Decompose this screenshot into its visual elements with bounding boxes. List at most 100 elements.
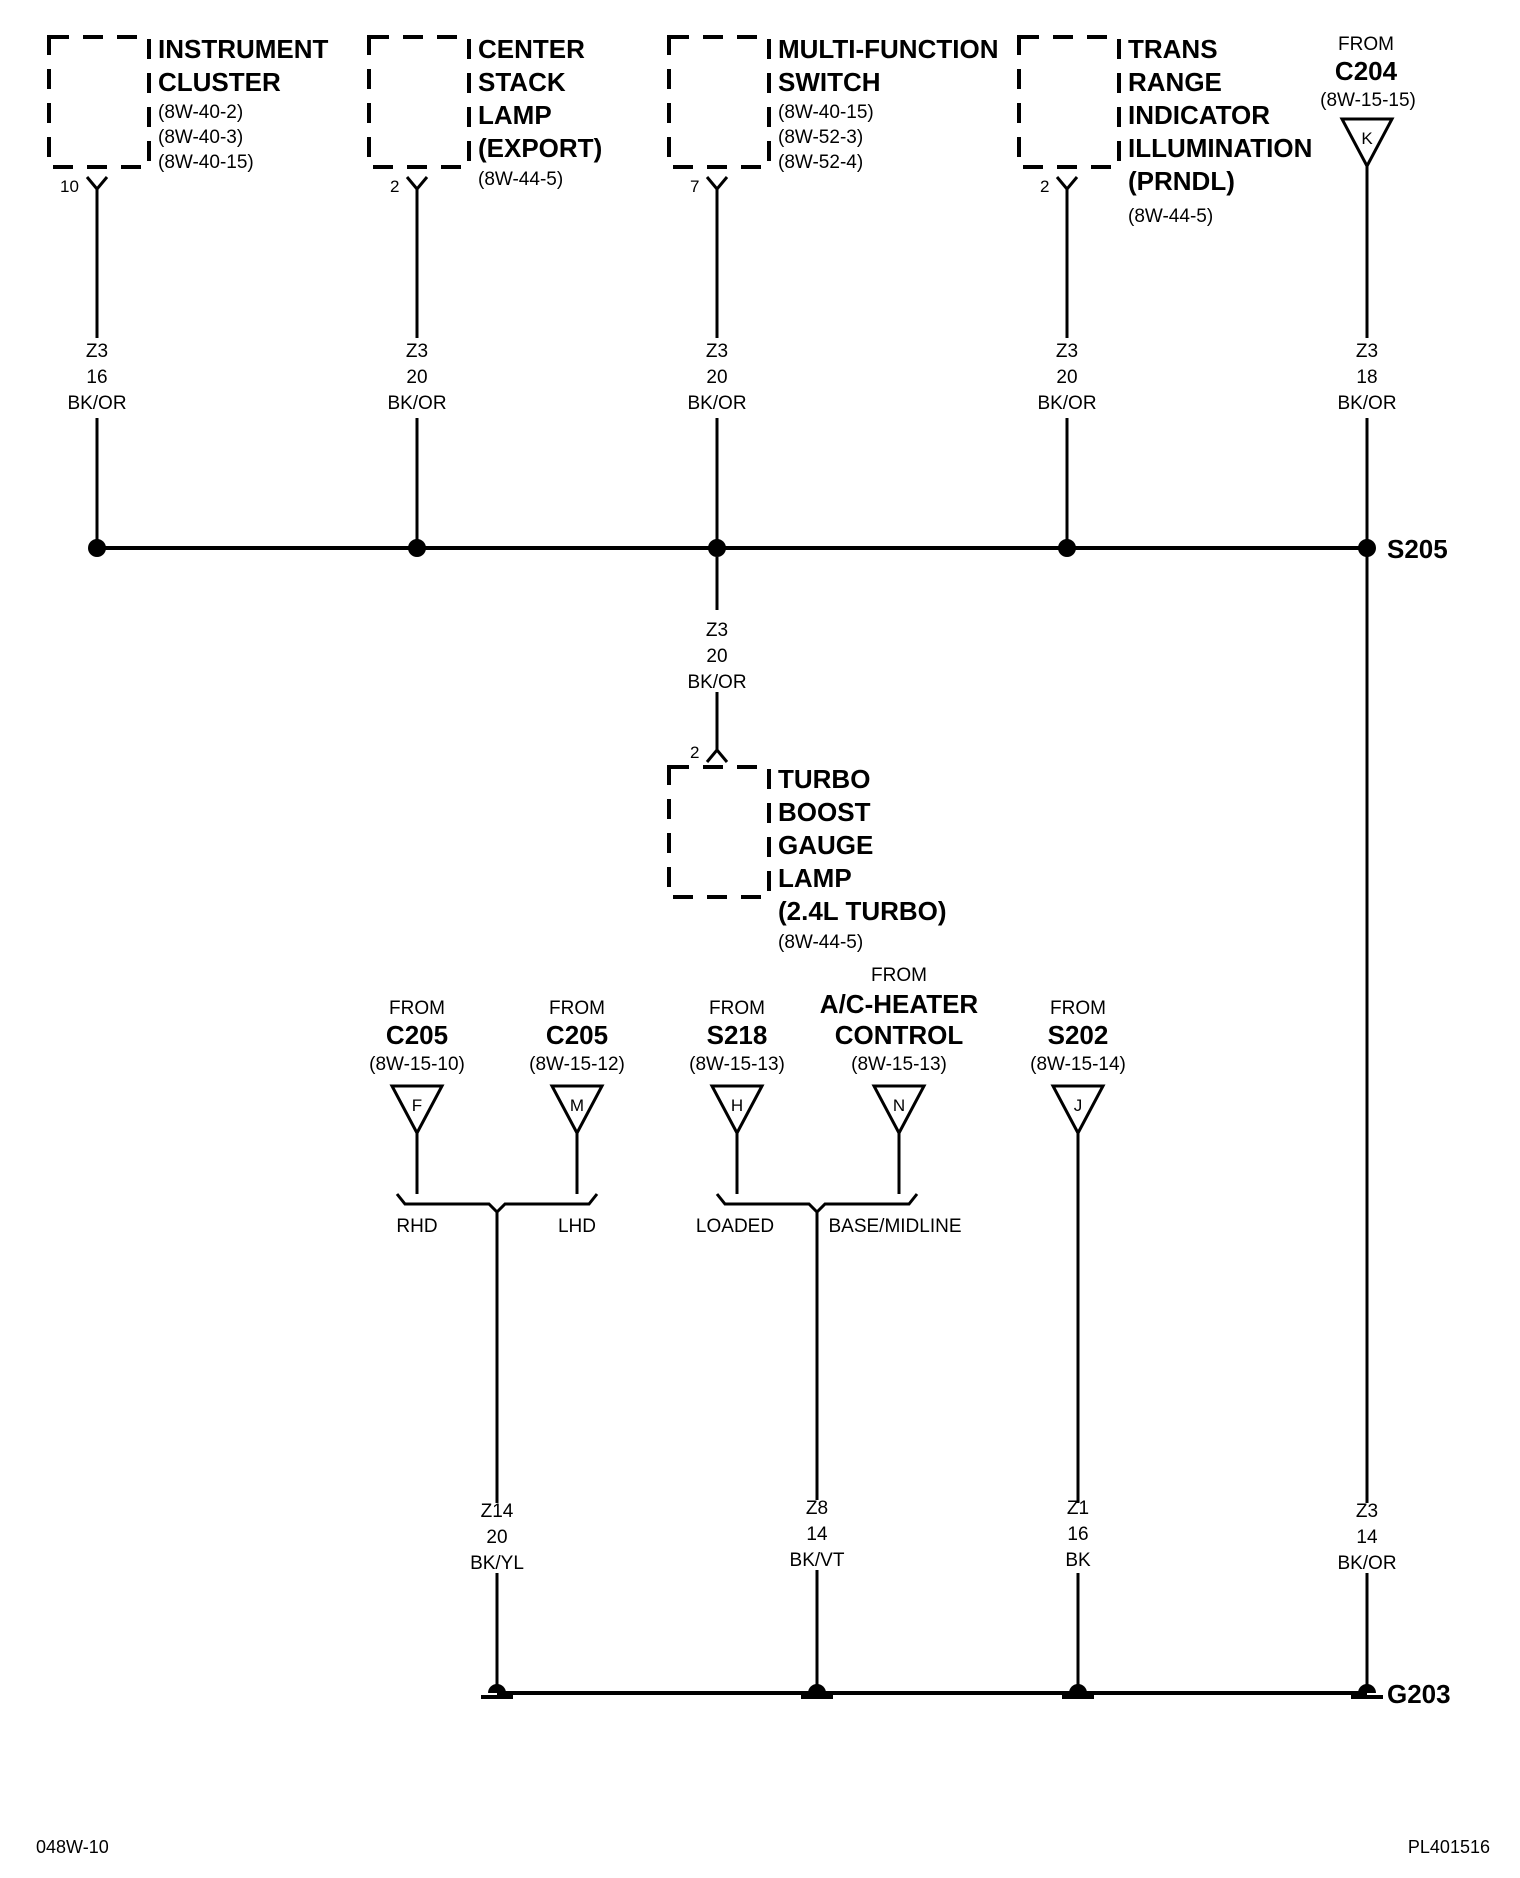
component-name: MULTI-FUNCTION [778,34,998,64]
connector-name: S202 [1048,1020,1109,1050]
pin-connector-icon [705,747,729,763]
component-name: TRANS [1128,34,1218,64]
pin-connector-icon [405,176,429,192]
top-wires: Z3 16 BK/OR Z3 20 BK/OR Z3 20 BK/OR Z3 2… [67,166,1397,548]
pin-connector-icon [85,176,109,192]
multi-function-switch: MULTI-FUNCTION SWITCH (8W-40-15) (8W-52-… [667,34,998,196]
rhd-lhd-selector: RHD LHD Z14 20 BK/YL [395,1193,599,1693]
ground-symbol-icon [481,1684,513,1699]
wire-gauge: 20 [1056,367,1077,388]
wire-circuit: Z8 [806,1498,828,1519]
from-c204-connector: FROM C204 (8W-15-15) K [1320,34,1416,170]
ref-label: (8W-15-10) [369,1054,465,1075]
wire-gauge: 20 [406,367,427,388]
ref-label: (8W-40-15) [158,152,254,173]
option-bracket [715,1193,919,1215]
s205-splice-bus: S205 [88,534,1448,564]
component-name: CLUSTER [158,67,281,97]
wire-color: BK/OR [1037,393,1096,414]
pin-number: 2 [1040,177,1049,196]
ground-symbol-icon [801,1684,833,1699]
splice-dot [408,539,426,557]
page-code-right: PL401516 [1408,1837,1490,1857]
component-name: TURBO [778,764,870,794]
connector-flag-icon [549,1084,605,1137]
connector-flag-icon [1339,117,1395,170]
connector-name: C205 [386,1020,448,1050]
component-box [667,35,771,169]
option-bracket [395,1193,599,1215]
component-name: LAMP [478,100,552,130]
connector-name: A/C-HEATER [820,989,979,1019]
component-name: BOOST [778,797,871,827]
ref-label: (8W-15-14) [1030,1054,1126,1075]
from-label: FROM [871,965,927,986]
pin-number: 2 [690,743,699,762]
connector-letter: M [570,1096,584,1115]
from-label: FROM [389,998,445,1019]
pin-number: 7 [690,177,699,196]
connector-flag-icon [389,1084,445,1137]
connector-flag-icon [871,1084,927,1137]
splice-label: S205 [1387,534,1448,564]
source-s218: FROM S218 (8W-15-13) H [689,998,785,1194]
component-name: ILLUMINATION [1128,133,1312,163]
component-name: STACK [478,67,566,97]
ref-label: (8W-44-5) [1128,206,1213,227]
ref-label: (8W-40-15) [778,102,874,123]
ref-label: (8W-15-13) [689,1054,785,1075]
wire-color: BK/YL [470,1553,524,1574]
connector-letter: H [731,1096,743,1115]
component-box [1017,35,1121,169]
wire-gauge: 14 [806,1524,828,1545]
connector-letter: F [412,1096,422,1115]
wire-gauge: 14 [1356,1527,1378,1548]
right-ground-wire: Z3 14 BK/OR [1337,548,1397,1693]
ref-label: (8W-52-3) [778,127,863,148]
page-code-left: 048W-10 [36,1837,109,1857]
wire-color: BK [1065,1550,1091,1571]
source-s202: FROM S202 (8W-15-14) J [1030,998,1126,1693]
ground-symbol-icon [1351,1684,1383,1699]
source-ac-heater-control: FROM A/C-HEATER CONTROL (8W-15-13) N [820,965,979,1194]
pin-connector-icon [1055,176,1079,192]
from-label: FROM [709,998,765,1019]
wire-circuit: Z3 [1056,341,1078,362]
component-name: CENTER [478,34,585,64]
ref-label: (8W-44-5) [778,932,863,953]
s202-wire-label: Z1 16 BK [1065,1498,1091,1571]
component-box [47,35,151,169]
source-c205-rhd: FROM C205 (8W-15-10) F [369,998,465,1194]
connector-flag-icon [1050,1084,1106,1137]
splice-dot [1058,539,1076,557]
component-name: (EXPORT) [478,133,602,163]
wire-circuit: Z3 [1356,1501,1378,1522]
splice-dot [88,539,106,557]
wire-circuit: Z3 [406,341,428,362]
wire-color: BK/OR [1337,393,1396,414]
splice-dot [708,539,726,557]
wire-circuit: Z3 [86,341,108,362]
connector-flag-icon [709,1084,765,1137]
wire-circuit: Z1 [1067,1498,1089,1519]
component-box [667,765,771,899]
wire-circuit: Z14 [481,1501,514,1522]
ref-label: (8W-15-15) [1320,90,1416,111]
pin-connector-icon [705,176,729,192]
ref-label: (8W-40-2) [158,102,243,123]
wire-color: BK/OR [687,393,746,414]
component-name: GAUGE [778,830,873,860]
option-label-lhd: LHD [558,1216,596,1237]
connector-name: CONTROL [835,1020,964,1050]
component-name: SWITCH [778,67,881,97]
connector-letter: K [1361,129,1373,148]
component-name: (PRNDL) [1128,166,1235,196]
from-label: FROM [1050,998,1106,1019]
wire-gauge: 20 [706,367,727,388]
from-label: FROM [549,998,605,1019]
ref-label: (8W-52-4) [778,152,863,173]
connector-name: C204 [1335,56,1398,86]
ref-label: (8W-15-13) [851,1054,947,1075]
connector-name: C205 [546,1020,608,1050]
